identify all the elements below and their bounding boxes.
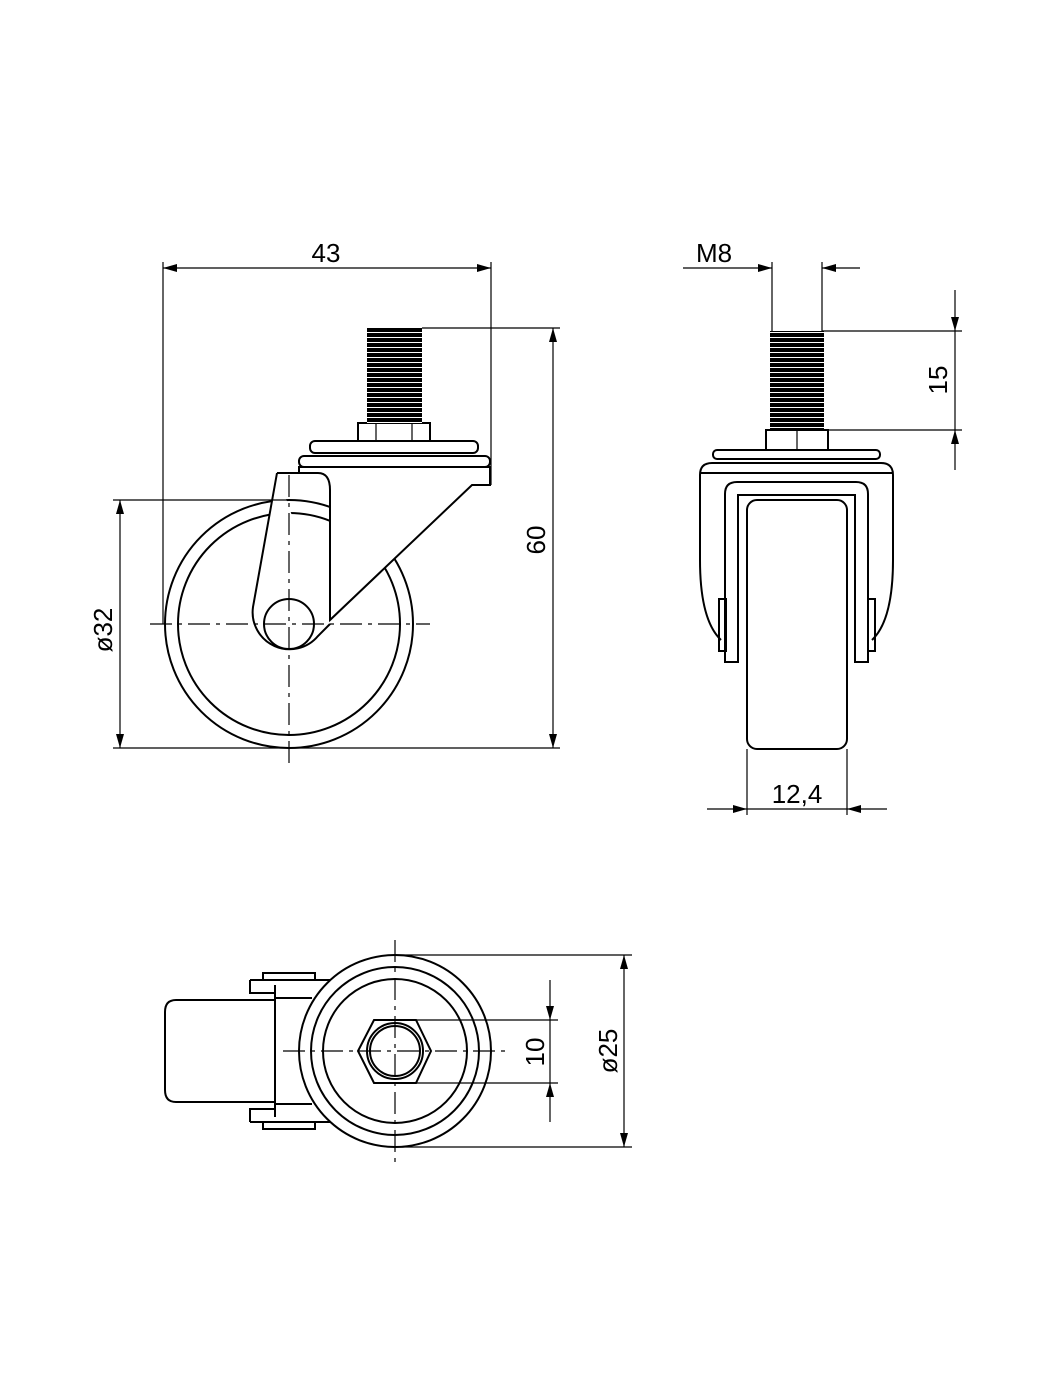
washer (309, 440, 479, 454)
fork-bottom (249, 1103, 316, 1130)
thread-stem (770, 331, 824, 430)
thread-stem (367, 328, 422, 423)
front-view: M8 15 12,4 (683, 238, 962, 815)
thread-label: M8 (696, 238, 732, 268)
axle-cap-right (867, 598, 876, 652)
nut (357, 422, 431, 442)
wheel (164, 999, 275, 1103)
top-plate (298, 455, 491, 468)
width-label: 43 (312, 238, 341, 268)
height-label: 60 (521, 526, 551, 555)
nut-size-label: 10 (520, 1038, 550, 1067)
hex-nut (356, 1019, 433, 1084)
fork-top (249, 972, 316, 999)
side-view: 43 60 ø32 (88, 238, 560, 765)
fork (724, 481, 869, 663)
bottom-view: 10 ø25 (164, 940, 632, 1163)
wheel (746, 499, 848, 750)
bracket (277, 466, 491, 623)
axle-cap-left (718, 598, 727, 652)
thread-length-label: 15 (923, 366, 953, 395)
washer (712, 449, 881, 460)
wheel-width-label: 12,4 (772, 779, 823, 809)
wheel-diameter-label: ø32 (88, 608, 118, 653)
housing (699, 462, 894, 641)
plate-diameter-label: ø25 (593, 1029, 623, 1074)
